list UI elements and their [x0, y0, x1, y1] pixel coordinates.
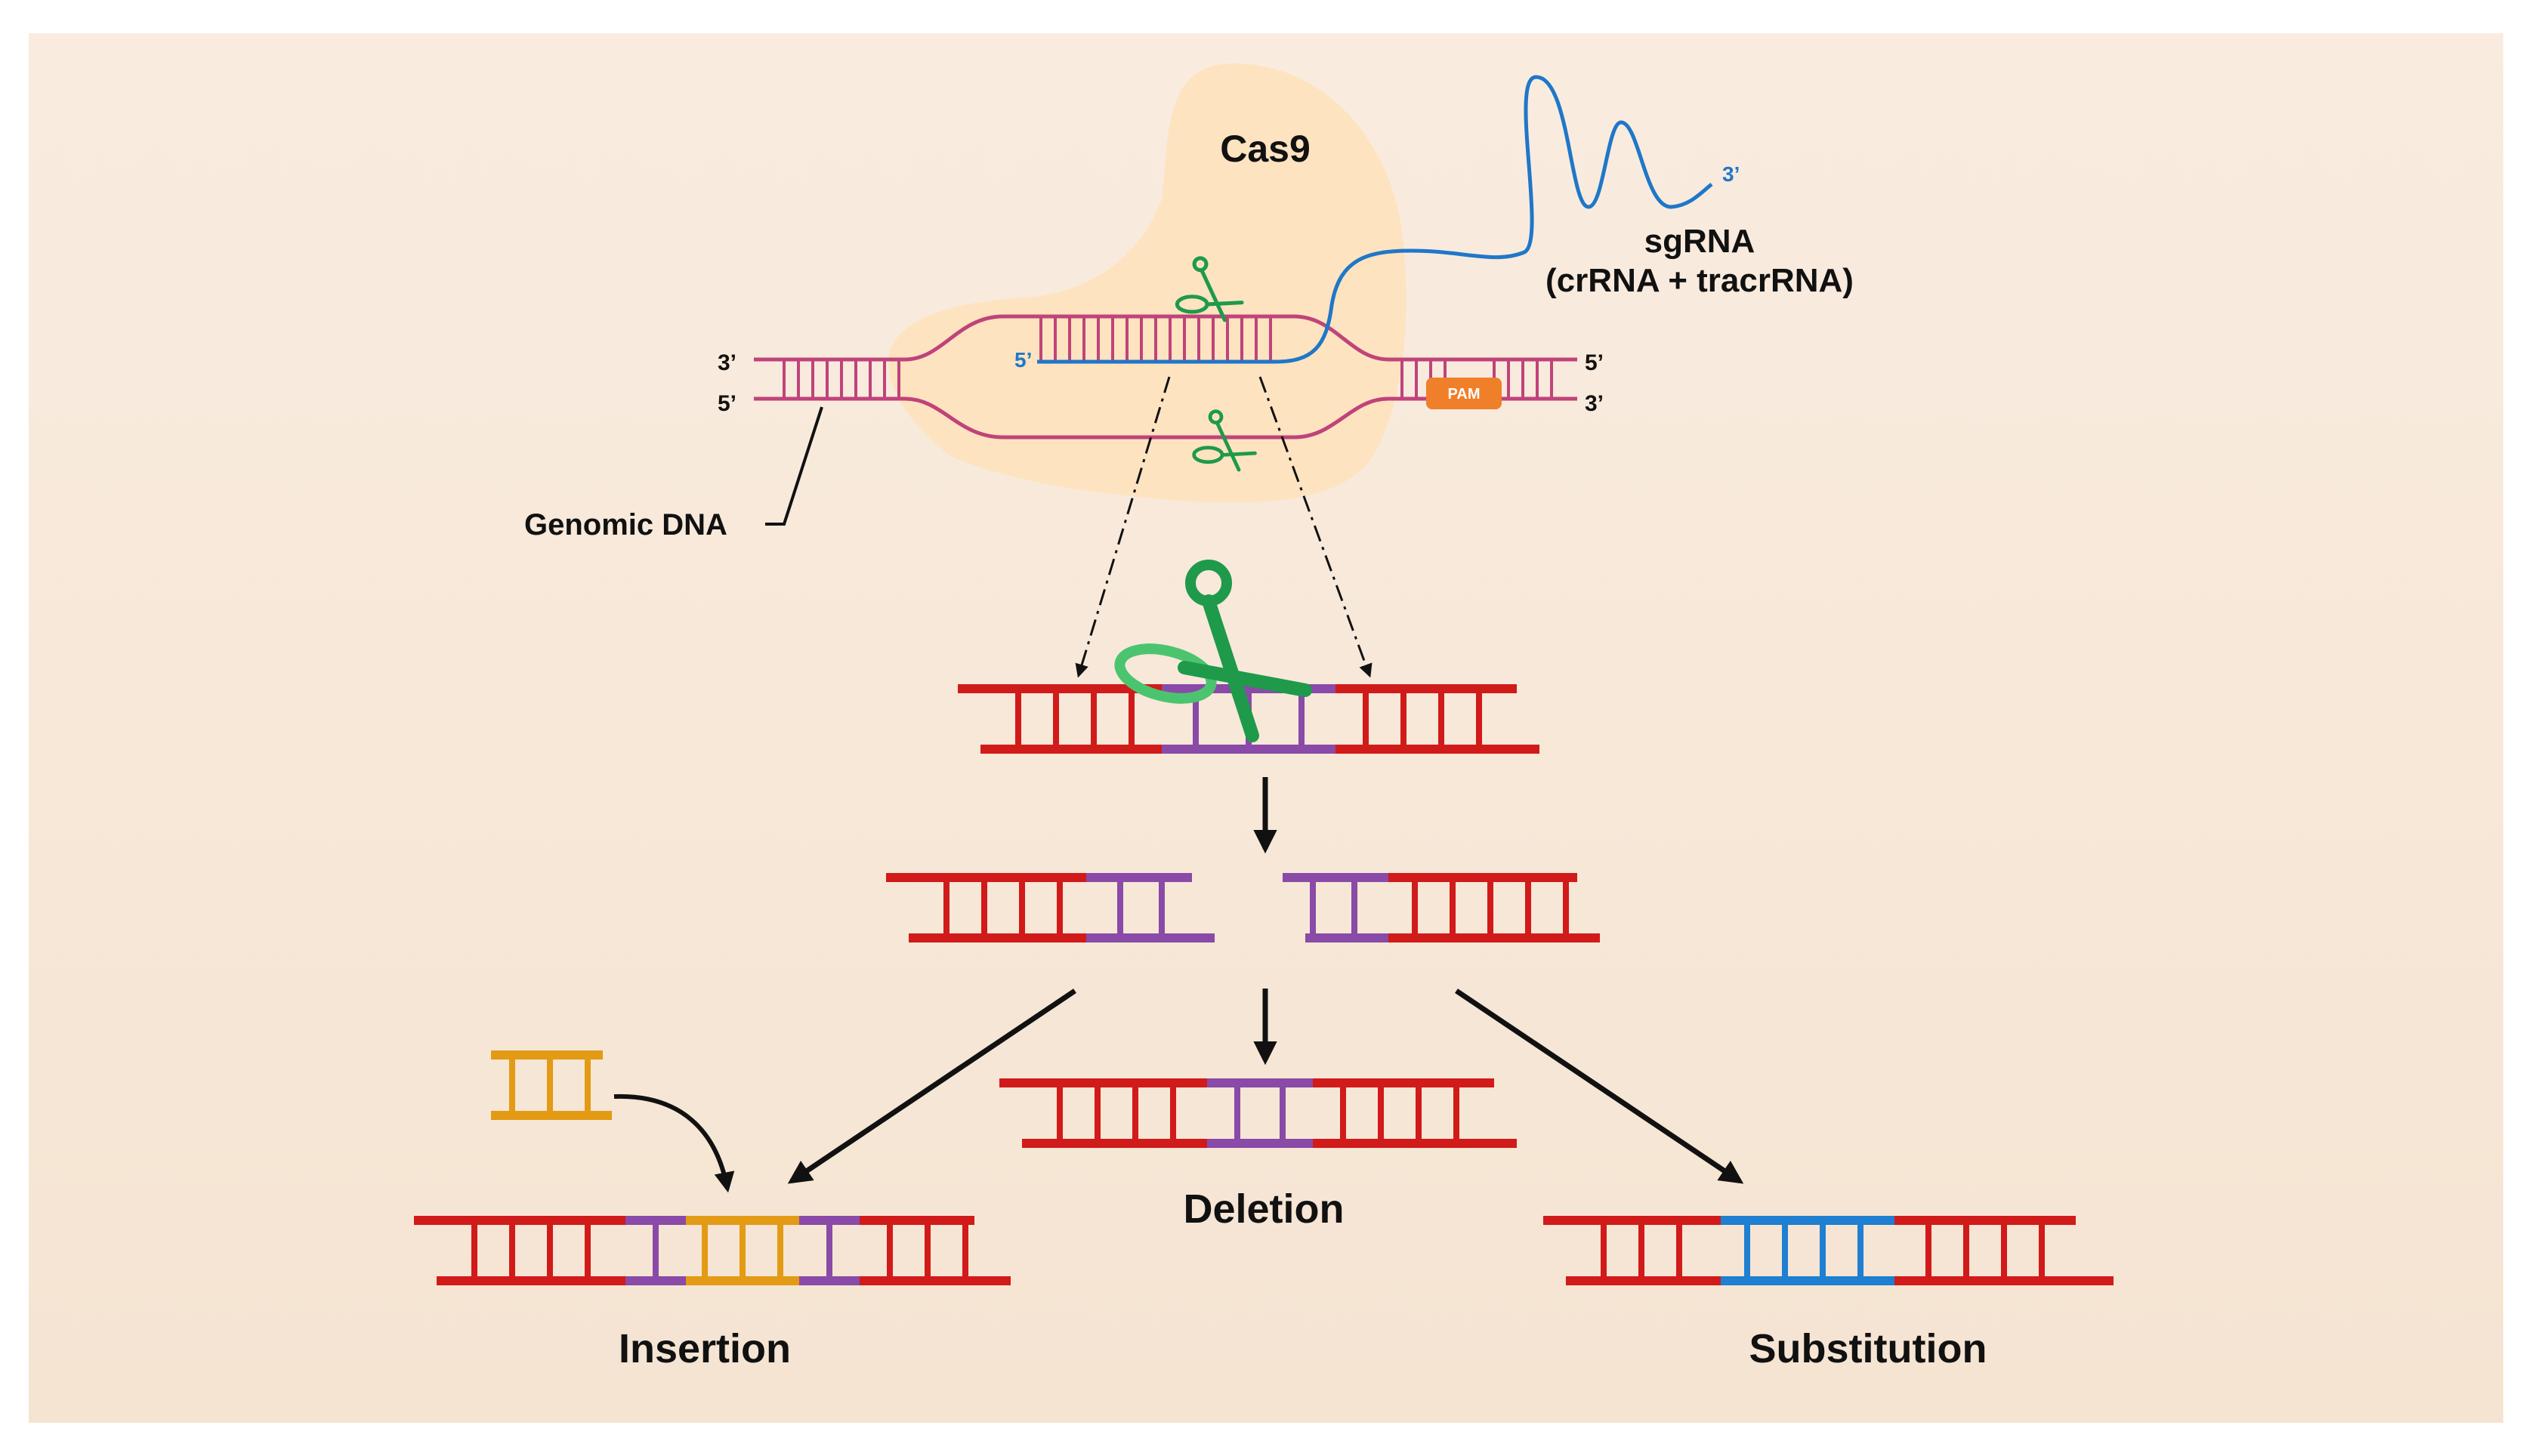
arrow-to-insertion [787, 989, 1076, 1184]
genomic-dna [754, 314, 1577, 440]
cas9-complex: Cas9 [524, 63, 1854, 541]
broken-dna-right [1283, 873, 1600, 942]
genomic-dna-rungs-left [783, 359, 900, 399]
scissors-small-bottom-icon [1192, 409, 1257, 472]
sgrna-strand [1037, 75, 1713, 364]
dna-right-top-end: 5’ [1585, 350, 1604, 375]
substitution-label: Substitution [1749, 1326, 1987, 1371]
deletion-dna [999, 1078, 1517, 1148]
dna-left-top-end: 3’ [718, 350, 736, 375]
sgrna-label: sgRNA [1644, 223, 1755, 260]
pam-label: PAM [1448, 386, 1481, 403]
dna-right-bottom-end: 3’ [1585, 391, 1604, 416]
crispr-cas9-diagram: Cas9 [29, 33, 2503, 1423]
zoom-arrow-left [1075, 376, 1171, 678]
sgrna-composition-label: (crRNA + tracrRNA) [1545, 262, 1854, 299]
substitution-dna [1543, 1216, 2114, 1285]
diagram-canvas: Cas9 [29, 33, 2503, 1423]
sgrna-3prime-label: 3’ [1722, 162, 1740, 186]
zoom-arrows [1075, 376, 1373, 678]
deletion-label: Deletion [1183, 1186, 1344, 1232]
zoom-arrow-right [1258, 376, 1373, 678]
broken-dna-left [886, 873, 1215, 942]
insertion-label: Insertion [619, 1326, 791, 1371]
genomic-dna-label: Genomic DNA [524, 508, 727, 541]
arrow-insert-fragment [613, 1094, 735, 1193]
sgrna-5prime-label: 5’ [1014, 348, 1032, 372]
insertion-dna [414, 1216, 1011, 1285]
rna-dna-hybrid-rungs [1039, 316, 1272, 360]
cas9-label: Cas9 [1220, 128, 1311, 170]
cas9-protein [888, 63, 1406, 503]
arrow-to-substitution [1455, 989, 1744, 1184]
scissors-large-icon [1114, 560, 1312, 742]
dna-left-bottom-end: 5’ [718, 391, 736, 416]
scissors-small-top-icon [1175, 256, 1244, 322]
insert-fragment [491, 1050, 612, 1120]
genomic-dna-leader-line [765, 406, 823, 526]
pam-site: PAM [1426, 378, 1502, 409]
